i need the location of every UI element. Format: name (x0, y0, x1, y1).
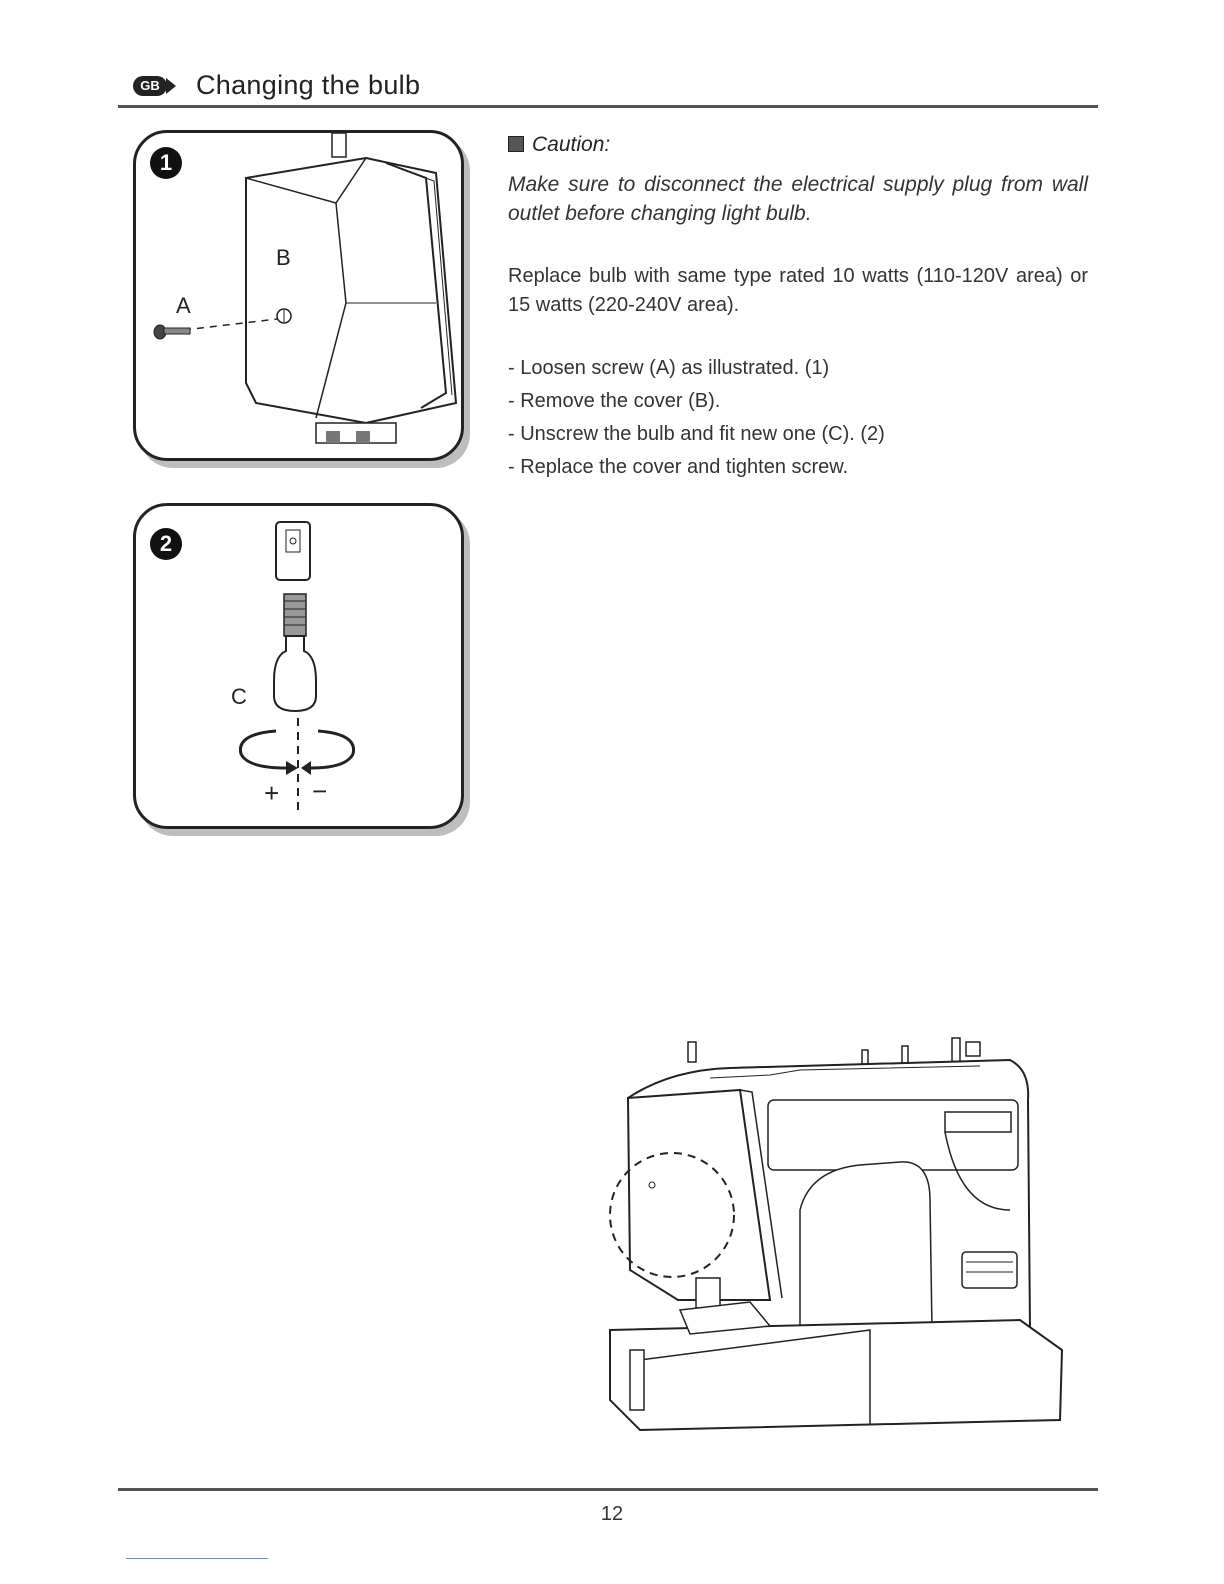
caution-text: Make sure to disconnect the electrical s… (508, 173, 1088, 225)
caution-heading-text: Caution: (532, 133, 611, 156)
instruction-steps: - Loosen screw (A) as illustrated. (1) -… (508, 352, 1088, 484)
label-c: C (231, 684, 247, 709)
footer-link-line (126, 1558, 268, 1559)
list-item: - Loosen screw (A) as illustrated. (1) (508, 357, 830, 379)
figure-1-panel: 1 B A (133, 130, 464, 461)
figure-2-panel: 2 C + − (133, 503, 464, 829)
step-1-badge: 1 (150, 147, 182, 179)
header-rule (118, 105, 1098, 108)
plus-sign: + (264, 778, 280, 808)
list-item: - Remove the cover (B). (508, 390, 721, 412)
language-arrow-icon (166, 78, 176, 94)
step-2-badge: 2 (150, 528, 182, 560)
bulb-replacement-illustration (238, 521, 356, 811)
caution-heading: Caution: (508, 133, 610, 157)
minus-sign: − (312, 776, 328, 806)
list-item: - Replace the cover and tighten screw. (508, 456, 849, 478)
page-number: 12 (600, 1503, 624, 1525)
page-title: Changing the bulb (196, 70, 421, 100)
footer-rule (118, 1488, 1098, 1491)
language-badge: GB (133, 76, 167, 96)
label-a: A (176, 293, 191, 318)
replace-bulb-text: Replace bulb with same type rated 10 wat… (508, 265, 1088, 316)
cover-removal-illustration (153, 133, 458, 444)
sewing-machine-illustration (609, 1037, 1064, 1432)
list-item: - Unscrew the bulb and fit new one (C). … (508, 423, 885, 445)
caution-icon (508, 136, 524, 152)
label-b: B (276, 245, 291, 270)
section-header: GB Changing the bulb (130, 70, 1100, 106)
